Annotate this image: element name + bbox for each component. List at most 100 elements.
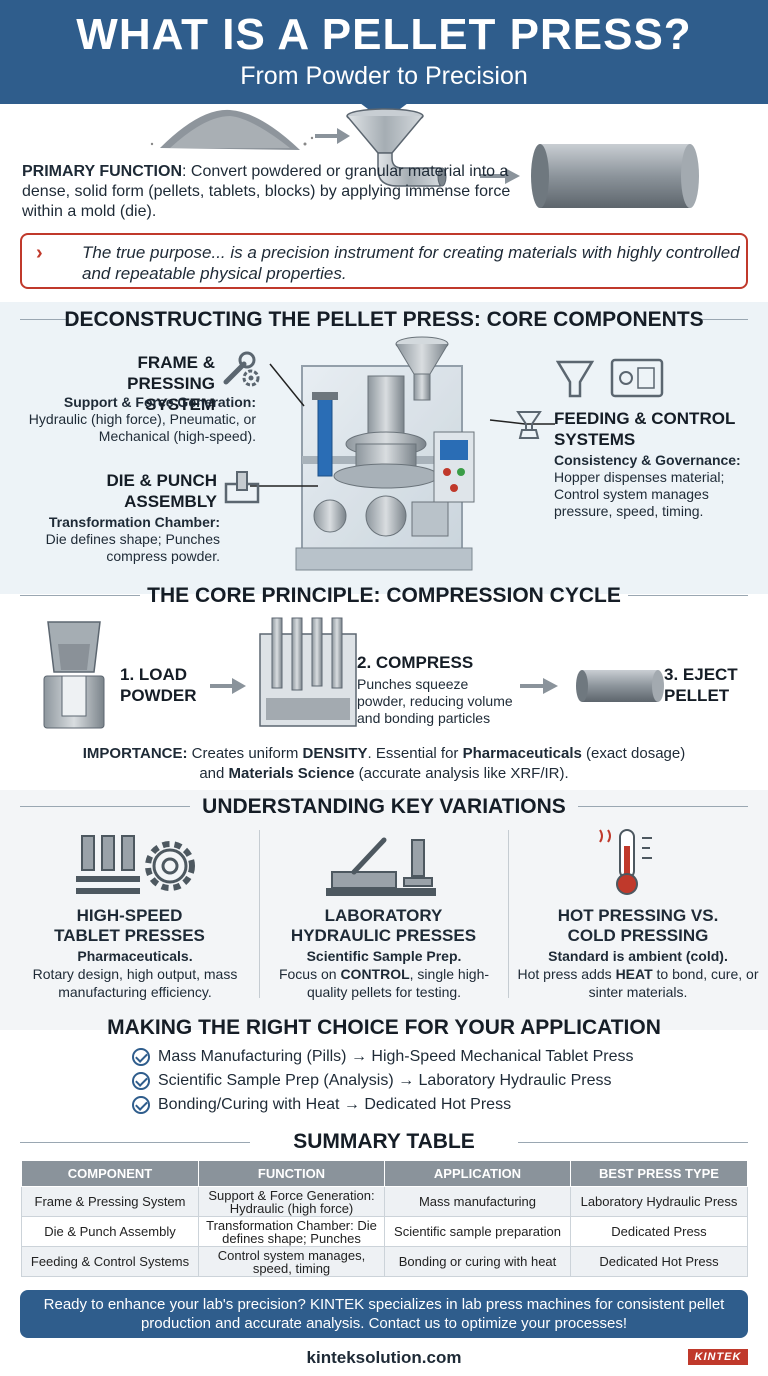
header-banner: WHAT IS A PELLET PRESS? From Powder to P… (0, 0, 768, 104)
step-compress-text: Punches squeeze powder, reducing volume … (357, 676, 513, 726)
table-cell: Support & Force Generation: Hydraulic (h… (198, 1186, 385, 1217)
pellet-cylinder-icon (531, 144, 699, 208)
variation-text-highspeed: Pharmaceuticals. Rotary design, high out… (20, 947, 250, 1001)
hopper-and-panel-icons (556, 358, 664, 398)
choice-item-text: Bonding/Curing with Heat → Dedicated Hot… (158, 1096, 512, 1114)
table-row: Frame & Pressing System Support & Force … (21, 1186, 748, 1217)
compression-cycle-illustration (43, 617, 664, 729)
importance-part: Creates uniform (187, 745, 303, 762)
importance-label: IMPORTANCE: (82, 745, 188, 762)
column-divider (259, 830, 260, 998)
website-link[interactable]: kinteksolution.com (306, 1348, 462, 1367)
importance-materials: Materials Science (228, 765, 355, 782)
ejected-pellet-icon (576, 670, 664, 702)
variation-body-lab: , single high-quality pellets for testin… (306, 966, 490, 1000)
table-cell: Dedicated Hot Press (570, 1246, 748, 1277)
importance-pharma: Pharmaceuticals (462, 745, 582, 762)
die-punch-icon (224, 471, 260, 504)
column-divider (508, 830, 509, 998)
importance-part: and (199, 765, 229, 782)
die-description: Transformation Chamber: Die defines shap… (16, 514, 220, 565)
variation-sub-lab: Scientific Sample Prep. (306, 948, 462, 964)
importance-part: (exact dosage) (581, 745, 686, 762)
frame-sub-text: Hydraulic (high force), Pneumatic, or Me… (28, 411, 256, 444)
die-heading: DIE & PUNCH ASSEMBLY (106, 471, 217, 511)
load-hopper-icon (43, 621, 105, 729)
hourglass-hopper-icon (516, 411, 542, 439)
cta-banner[interactable]: Ready to enhance your lab's precision? K… (20, 1290, 748, 1338)
summary-table: COMPONENT FUNCTION APPLICATION BEST PRES… (21, 1160, 748, 1277)
importance-density: DENSITY (302, 745, 368, 762)
variation-heading-hot: HOT PRESSING VS. COLD PRESSING (557, 906, 719, 945)
wrench-gear-icon (223, 351, 260, 387)
powder-to-pellet-illustration (150, 108, 699, 208)
powder-pile-icon (150, 109, 314, 150)
table-cell: Dedicated Press (570, 1216, 748, 1247)
table-cell: Die & Punch Assembly (21, 1216, 199, 1247)
brand-logo: KINTEK (688, 1349, 748, 1365)
table-cell: Laboratory Hydraulic Press (570, 1186, 748, 1217)
table-cell: Bonding or curing with heat (384, 1246, 571, 1277)
page-title: WHAT IS A PELLET PRESS? (76, 10, 692, 59)
frame-sub-label: Support & Force Generation: (63, 394, 256, 410)
funnel-icon (556, 360, 595, 398)
variation-body-highspeed: Rotary design, high output, mass manufac… (32, 966, 238, 1000)
divider (20, 806, 190, 807)
variation-heading-lab: LABORATORY HYDRAULIC PRESSES (290, 906, 477, 945)
control-panel-icon (433, 431, 475, 503)
column-header: COMPONENT (21, 1160, 199, 1187)
table-cell: Scientific sample preparation (384, 1216, 571, 1247)
hopper-icon (395, 336, 449, 401)
die-sub-text: Die defines shape; Punches compress powd… (45, 531, 220, 564)
check-circle-icon (132, 1072, 150, 1090)
variation-body-hot: Hot press adds (517, 966, 616, 982)
variation-bold-lab: CONTROL (340, 966, 410, 982)
importance-part: . Essential for (367, 745, 463, 762)
tablet-press-gear-icon (76, 835, 195, 894)
table-cell: Mass manufacturing (384, 1186, 571, 1217)
divider (628, 595, 748, 596)
check-circle-icon (132, 1096, 150, 1114)
die-sub-label: Transformation Chamber: (48, 514, 220, 530)
control-panel-icon (610, 358, 664, 398)
choice-item: Mass Manufacturing (Pills) → High-Speed … (132, 1048, 633, 1066)
chevron-right-icon: › (36, 242, 43, 264)
variation-text-hot: Standard is ambient (cold). Hot press ad… (516, 947, 760, 1001)
step-compress-title: 2. COMPRESS (357, 653, 474, 672)
hydraulic-press-icon (326, 837, 436, 896)
choice-item: Bonding/Curing with Heat → Dedicated Hot… (132, 1096, 511, 1114)
table-cell: Feeding & Control Systems (21, 1246, 199, 1277)
divider (702, 319, 748, 320)
choice-item-text: Scientific Sample Prep (Analysis) → Labo… (158, 1072, 612, 1090)
column-header: FUNCTION (198, 1160, 385, 1187)
divider (578, 806, 748, 807)
table-cell: Frame & Pressing System (21, 1186, 199, 1217)
primary-function-label: PRIMARY FUNCTION (22, 163, 182, 180)
step-load: 1. LOAD POWDER (120, 665, 197, 705)
step-eject: 3. EJECT PELLET (664, 665, 738, 705)
importance-text: IMPORTANCE: Creates uniform DENSITY. Ess… (0, 744, 768, 784)
choice-title: MAKING THE RIGHT CHOICE FOR YOUR APPLICA… (107, 1016, 661, 1039)
table-row: Die & Punch Assembly Transformation Cham… (21, 1216, 748, 1247)
table-cell: Transformation Chamber: Die defines shap… (198, 1216, 385, 1247)
variations-section (0, 790, 768, 1030)
frame-description: Support & Force Generation: Hydraulic (h… (16, 394, 256, 445)
page-subtitle: From Powder to Precision (240, 62, 528, 90)
check-circle-icon (132, 1048, 150, 1066)
variation-body-hot: to bond, cure, or sinter materials. (588, 966, 759, 1000)
table-cell: Control system manages, speed, timing (198, 1246, 385, 1277)
funnel-icon (346, 108, 447, 187)
divider (20, 1142, 250, 1143)
divider (20, 319, 66, 320)
variation-bold-hot: HEAT (615, 966, 653, 982)
choice-item-text: Mass Manufacturing (Pills) → High-Speed … (158, 1048, 634, 1066)
variation-body-lab: Focus on (278, 966, 341, 982)
variations-title: UNDERSTANDING KEY VARIATIONS (202, 795, 566, 818)
column-header: BEST PRESS TYPE (570, 1160, 748, 1187)
feeding-sub-text: Hopper dispenses material; Control syste… (554, 469, 725, 519)
feeding-heading: FEEDING & CONTROL SYSTEMS (554, 409, 736, 449)
feeding-sub-label: Consistency & Governance: (554, 452, 741, 468)
variation-sub-hot: Standard is ambient (cold). (548, 948, 728, 964)
table-header-row: COMPONENT FUNCTION APPLICATION BEST PRES… (21, 1160, 748, 1187)
compress-punches-icon (259, 617, 357, 727)
